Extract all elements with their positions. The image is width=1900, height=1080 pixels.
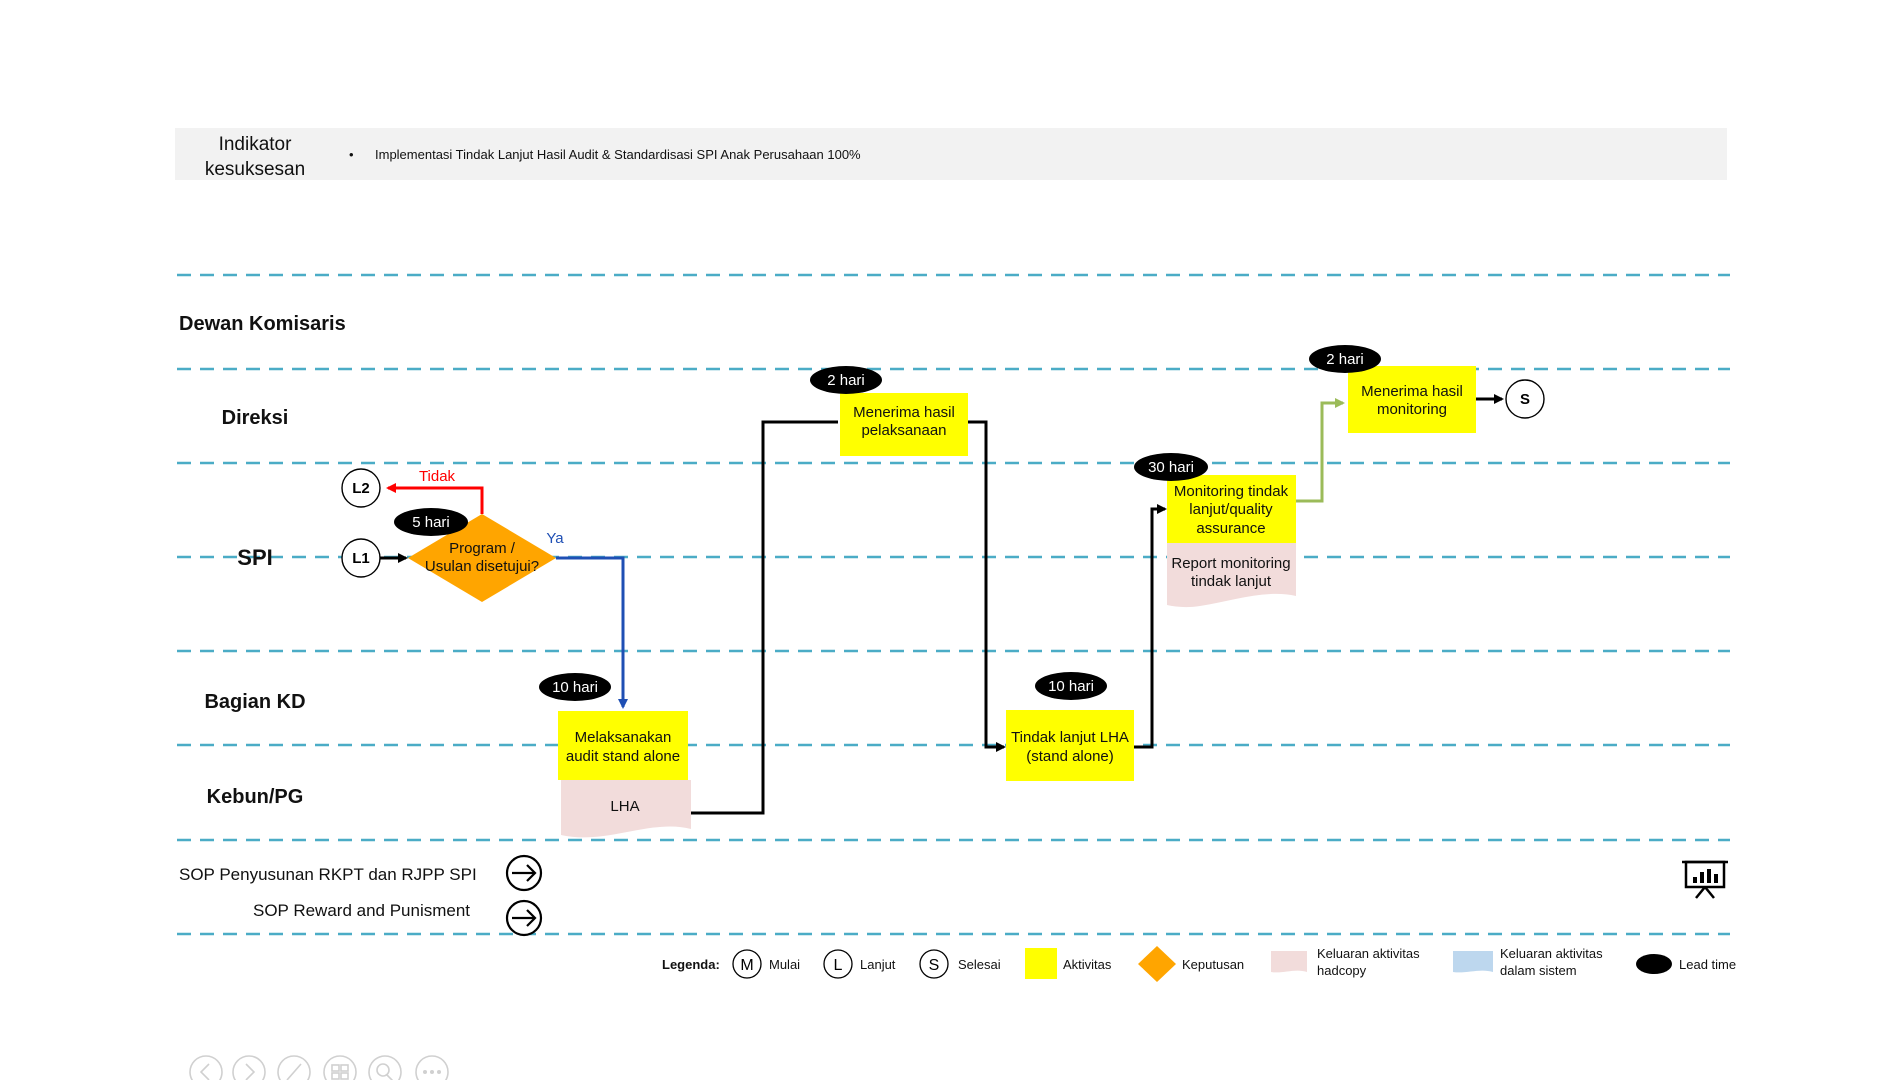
indicator-bullet: • bbox=[349, 147, 354, 162]
legend-title: Legenda: bbox=[662, 957, 720, 972]
activity-receive-exec-line2: pelaksanaan bbox=[861, 422, 946, 439]
activity-monitoring-line2: lanjut/quality bbox=[1189, 501, 1273, 518]
lane-label-dewan-komisaris: Dewan Komisaris bbox=[179, 313, 346, 335]
presentation-icon[interactable] bbox=[1682, 860, 1728, 899]
lead-time-followup: 10 hari bbox=[1035, 672, 1107, 700]
activity-followup-lha: Tindak lanjut LHA (stand alone) bbox=[1006, 710, 1134, 781]
activity-audit-stand-alone: Melaksanakan audit stand alone bbox=[558, 711, 688, 780]
more-icon[interactable] bbox=[415, 1055, 449, 1080]
lead-time-decision: 5 hari bbox=[394, 508, 468, 536]
arrow-right-circle-icon[interactable] bbox=[505, 854, 543, 892]
lane-label-kebun-pg: Kebun/PG bbox=[207, 786, 304, 808]
lead-time-audit-label: 10 hari bbox=[552, 679, 598, 696]
legend-next: Lanjut bbox=[860, 957, 896, 972]
output-report-line2: tindak lanjut bbox=[1191, 573, 1272, 590]
legend: Legenda: M Mulai L Lanjut S Selesai Akti… bbox=[662, 946, 1736, 982]
activity-followup-line1: Tindak lanjut LHA bbox=[1011, 729, 1129, 746]
legend-activity: Aktivitas bbox=[1063, 957, 1112, 972]
activity-followup-line2: (stand alone) bbox=[1026, 748, 1114, 765]
no-label: Tidak bbox=[419, 468, 456, 485]
legend-hardcopy-line1: Keluaran aktivitas bbox=[1317, 946, 1420, 961]
legend-system-line2: dalam sistem bbox=[1500, 963, 1577, 978]
output-lha-hardcopy: LHA bbox=[561, 780, 691, 838]
legend-activity-swatch bbox=[1025, 948, 1057, 979]
lane-label-bagian-kd: Bagian KD bbox=[204, 691, 305, 713]
lane-label-spi: SPI bbox=[237, 545, 272, 570]
legend-end: Selesai bbox=[958, 957, 1001, 972]
activity-audit-line2: audit stand alone bbox=[566, 748, 680, 765]
connector-l2: L2 bbox=[341, 468, 381, 508]
legend-next-symbol: L bbox=[834, 957, 843, 974]
lead-time-receive-execution: 2 hari bbox=[810, 366, 882, 394]
legend-start-symbol: M bbox=[740, 957, 753, 974]
lead-time-receive-exec-label: 2 hari bbox=[827, 372, 865, 389]
connector-l2-label: L2 bbox=[352, 480, 370, 497]
activity-receive-mon-line1: Menerima hasil bbox=[1361, 383, 1463, 400]
legend-lead-time-swatch bbox=[1636, 954, 1672, 974]
activity-receive-monitoring: Menerima hasil monitoring bbox=[1348, 366, 1476, 433]
decision-line2: Usulan disetujui? bbox=[425, 558, 539, 575]
legend-end-symbol: S bbox=[929, 957, 940, 974]
lane-label-direksi: Direksi bbox=[222, 407, 289, 429]
flow-arrow-tidak bbox=[386, 483, 484, 514]
pen-icon[interactable] bbox=[277, 1055, 311, 1080]
connector-l1: L1 bbox=[341, 538, 381, 578]
indicator-label-line2: kesuksesan bbox=[205, 159, 305, 180]
slides-icon[interactable] bbox=[323, 1055, 357, 1080]
legend-system-line1: Keluaran aktivitas bbox=[1500, 946, 1603, 961]
output-report-monitoring-hardcopy: Report monitoring tindak lanjut bbox=[1167, 543, 1296, 608]
activity-monitoring-line1: Monitoring tindak bbox=[1174, 483, 1289, 500]
output-report-line1: Report monitoring bbox=[1171, 555, 1290, 572]
lead-time-monitoring-label: 30 hari bbox=[1148, 459, 1194, 476]
legend-decision-swatch bbox=[1138, 946, 1176, 982]
activity-monitoring: Monitoring tindak lanjut/quality assuran… bbox=[1167, 475, 1296, 543]
zoom-icon[interactable] bbox=[368, 1055, 402, 1080]
flow-lines bbox=[379, 394, 1504, 815]
next-slide-icon[interactable] bbox=[232, 1055, 266, 1080]
activity-monitoring-line3: assurance bbox=[1196, 520, 1265, 537]
lead-time-receive-mon-label: 2 hari bbox=[1326, 351, 1364, 368]
connector-l1-label: L1 bbox=[352, 550, 370, 567]
legend-start: Mulai bbox=[769, 957, 800, 972]
legend-hardcopy-line2: hadcopy bbox=[1317, 963, 1367, 978]
lane-separators bbox=[177, 273, 1730, 936]
legend-lead-time: Lead time bbox=[1679, 957, 1736, 972]
lead-time-monitoring: 30 hari bbox=[1134, 453, 1208, 481]
prev-slide-icon[interactable] bbox=[189, 1055, 223, 1080]
decision-program-approved: Program / Usulan disetujui? bbox=[408, 514, 556, 602]
flow-arrow-ya bbox=[556, 556, 628, 709]
legend-decision: Keputusan bbox=[1182, 957, 1244, 972]
flow-arrow-direksi-to-followup bbox=[968, 420, 1006, 752]
lead-time-audit: 10 hari bbox=[539, 673, 611, 701]
sop-rkpt-rjpp: SOP Penyusunan RKPT dan RJPP SPI bbox=[179, 865, 477, 884]
lead-time-decision-label: 5 hari bbox=[412, 514, 450, 531]
sop-reward-punisment: SOP Reward and Punisment bbox=[253, 901, 470, 920]
slideshow-controls bbox=[189, 1055, 449, 1080]
activity-receive-execution: Menerima hasil pelaksanaan bbox=[840, 393, 968, 456]
arrow-right-circle-icon[interactable] bbox=[505, 899, 543, 937]
flow-arrow-monitoring-to-direksi bbox=[1296, 398, 1345, 503]
activity-audit-line1: Melaksanakan bbox=[575, 729, 672, 746]
output-lha-label: LHA bbox=[610, 798, 639, 815]
activity-receive-mon-line2: monitoring bbox=[1377, 401, 1447, 418]
decision-line1: Program / bbox=[449, 540, 516, 557]
activity-receive-exec-line1: Menerima hasil bbox=[853, 404, 955, 421]
flow-arrow-followup-to-monitoring bbox=[1134, 504, 1167, 749]
indicator-text: Implementasi Tindak Lanjut Hasil Audit &… bbox=[375, 147, 861, 162]
indicator-label-line1: Indikator bbox=[219, 134, 293, 155]
lead-time-receive-monitoring: 2 hari bbox=[1309, 345, 1381, 373]
legend-hardcopy-swatch bbox=[1271, 951, 1307, 973]
success-indicator-header: Indikator kesuksesan • Implementasi Tind… bbox=[175, 128, 1727, 180]
yes-label: Ya bbox=[546, 530, 564, 547]
connector-end: S bbox=[1505, 379, 1545, 419]
legend-system-swatch bbox=[1453, 951, 1493, 973]
connector-end-label: S bbox=[1520, 391, 1530, 408]
lead-time-followup-label: 10 hari bbox=[1048, 678, 1094, 695]
flow-arrow-lha-to-direksi bbox=[690, 420, 838, 815]
